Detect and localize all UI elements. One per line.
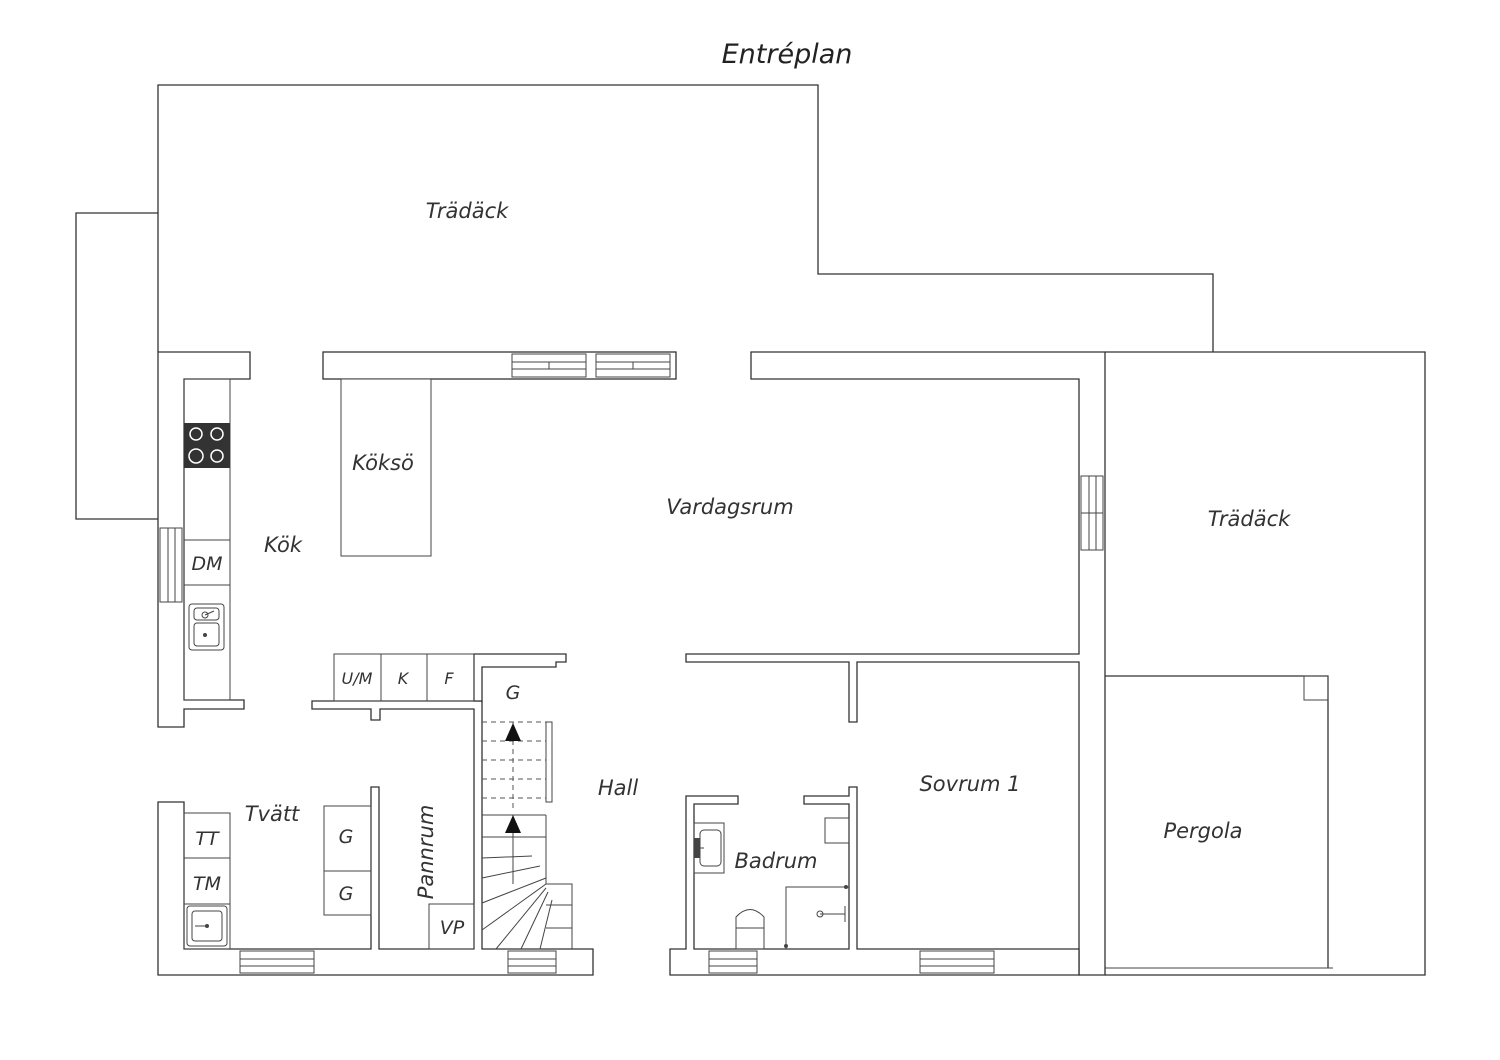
- room-label-pergola: Pergola: [1163, 819, 1242, 843]
- pergola-post: [1303, 675, 1329, 701]
- fridge-label: K: [398, 669, 410, 688]
- laundry-wardrobe: [323, 805, 372, 916]
- plan-title: Entréplan: [722, 39, 853, 70]
- window-laundry: [239, 950, 315, 974]
- dishwasher-box: [183, 539, 231, 586]
- window-top-2: [595, 353, 671, 378]
- stair-arrow-lower-icon: [505, 815, 521, 833]
- wall-bathroom: [669, 786, 1080, 976]
- window-bedroom: [919, 950, 995, 974]
- toilet-icon: [735, 909, 765, 950]
- kitchen-appliance-row: [333, 653, 475, 702]
- shower-icon: [784, 885, 849, 949]
- water-heater-label: VP: [440, 917, 465, 939]
- room-label-kitchen-island: Köksö: [352, 451, 414, 475]
- laundry-counter: [183, 812, 231, 950]
- wall-kitchen-left: [157, 351, 251, 728]
- wall-hall-top: [473, 653, 567, 702]
- room-label-living-room: Vardagsrum: [666, 495, 793, 519]
- window-living-right: [1080, 475, 1104, 551]
- deck-top-left-extension: [75, 212, 158, 520]
- room-label-kitchen: Kök: [264, 533, 303, 557]
- room-label-deck-top: Trädäck: [426, 199, 509, 223]
- wardrobe-laundry-1-label: G: [339, 826, 354, 848]
- deck-right-outline: [1105, 351, 1426, 976]
- wardrobe-laundry-2-label: G: [339, 883, 354, 905]
- bathroom-shelf: [824, 817, 850, 844]
- kitchen-island: [340, 378, 432, 557]
- room-label-laundry: Tvätt: [245, 802, 300, 826]
- dishwasher-label: DM: [191, 553, 222, 575]
- deck-top-outline: [157, 84, 1214, 352]
- window-top-1: [511, 353, 587, 378]
- window-kitchen-left: [159, 527, 183, 603]
- room-label-bedroom: Sovrum 1: [919, 772, 1020, 796]
- room-label-deck-right: Trädäck: [1208, 507, 1291, 531]
- washer-label: TM: [193, 873, 221, 895]
- wall-top-right: [685, 351, 1106, 976]
- oven-microwave-label: U/M: [342, 669, 373, 688]
- stove-icon: [184, 423, 230, 468]
- staircase: [481, 721, 573, 950]
- room-label-boiler-room: Pannrum: [414, 805, 438, 900]
- window-hall: [507, 950, 557, 974]
- window-bathroom: [708, 950, 758, 974]
- stair-arrow-upper-icon: [505, 723, 521, 741]
- room-label-bathroom: Badrum: [734, 849, 817, 873]
- bathroom-sink-icon: [693, 822, 725, 874]
- dryer-label: TT: [195, 828, 220, 850]
- laundry-sink-icon: [186, 905, 228, 947]
- freezer-label: F: [444, 669, 454, 688]
- room-label-hall: Hall: [598, 776, 638, 800]
- kitchen-sink-icon: [188, 603, 225, 651]
- wardrobe-hall-label: G: [506, 682, 521, 704]
- water-heater-box: [428, 903, 475, 950]
